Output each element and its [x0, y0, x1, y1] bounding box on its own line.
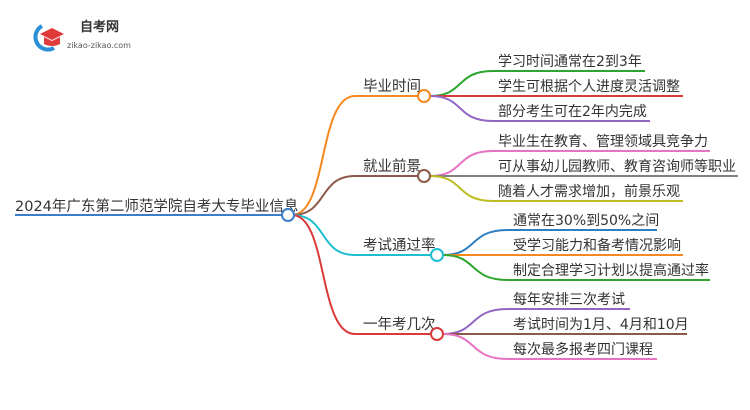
branch-node-toggle[interactable] — [430, 327, 444, 341]
leaf-connector — [429, 150, 710, 177]
leaf-label: 考试时间为1月、4月和10月 — [513, 317, 689, 333]
logo — [32, 22, 72, 52]
branch-label: 毕业时间 — [363, 78, 421, 95]
root-node-toggle[interactable] — [281, 208, 295, 222]
branch-node-toggle[interactable] — [417, 169, 431, 183]
graduation-cap-icon — [33, 24, 64, 52]
leaf-label: 部分考生可在2年内完成 — [498, 104, 647, 120]
branch-connector — [291, 214, 431, 256]
leaf-label: 毕业生在教育、管理领域具竞争力 — [498, 133, 708, 150]
root-node-label: 2024年广东第二师范学院自考大专毕业信息 — [15, 197, 298, 215]
leaf-label: 可从事幼儿园教师、教育咨询师等职业 — [498, 158, 736, 175]
leaf-connector — [442, 229, 657, 256]
branch-connector — [291, 214, 431, 335]
leaf-label: 随着人才需求增加，前景乐观 — [498, 183, 680, 200]
branch-connector — [291, 175, 418, 216]
leaf-label: 通常在30%到50%之间 — [513, 213, 659, 229]
logo-url: zikao-zikao.com — [67, 41, 131, 50]
leaf-label: 学生可根据个人进度灵活调整 — [498, 79, 680, 95]
branch-label: 一年考几次 — [363, 316, 436, 333]
leaf-connector — [429, 175, 683, 202]
leaf-connector — [442, 333, 657, 360]
branch-node-toggle[interactable] — [430, 248, 444, 262]
leaf-label: 制定合理学习计划以提高通过率 — [513, 262, 709, 279]
leaf-connector — [442, 254, 710, 281]
branch-node-toggle[interactable] — [417, 89, 431, 103]
leaf-connector — [442, 308, 630, 335]
leaf-connector — [429, 95, 650, 122]
branch-connector — [291, 95, 418, 216]
leaf-label: 受学习能力和备考情况影响 — [513, 237, 681, 254]
leaf-label: 学习时间通常在2到3年 — [498, 54, 642, 70]
leaf-connector — [429, 70, 645, 97]
leaf-label: 每年安排三次考试 — [513, 292, 625, 308]
logo-title: 自考网 — [80, 20, 120, 35]
branch-label: 就业前景 — [363, 158, 421, 175]
leaf-label: 每次最多报考四门课程 — [513, 341, 653, 358]
branch-label: 考试通过率 — [363, 237, 436, 254]
